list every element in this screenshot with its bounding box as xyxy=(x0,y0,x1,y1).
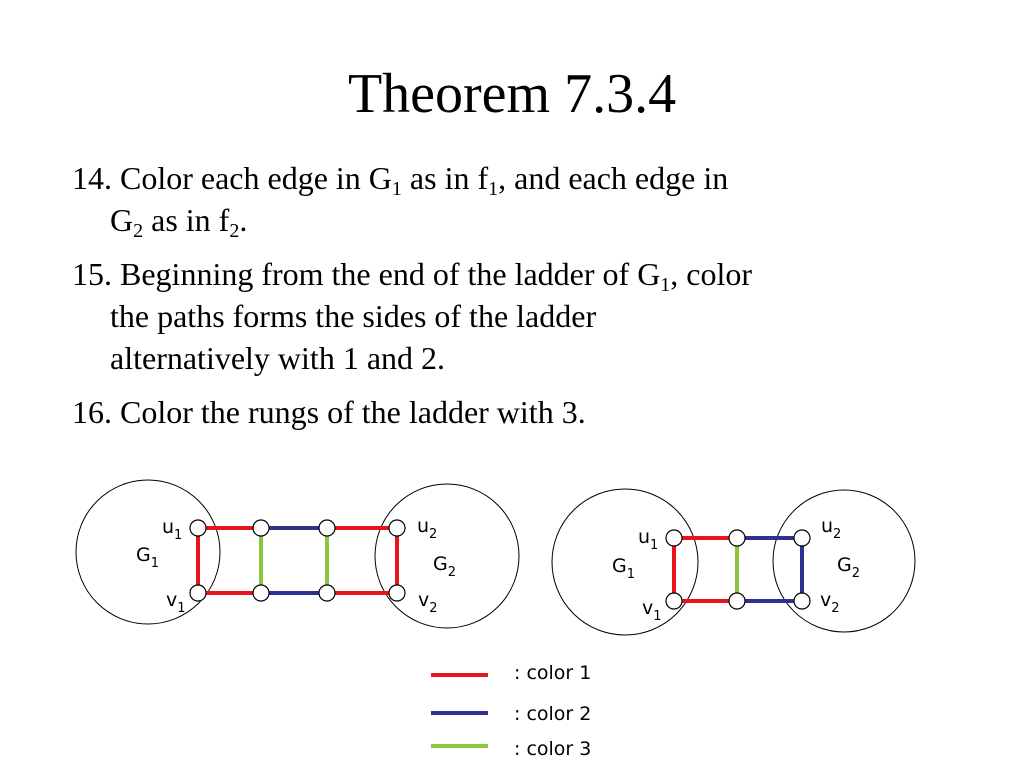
left-label-g1: G1 xyxy=(136,544,159,571)
step-16: 16. Color the rungs of the ladder with 3… xyxy=(72,391,972,433)
step-15-text-b: , color xyxy=(670,256,753,292)
step-14-sub-b: 1 xyxy=(488,178,499,200)
step-14-text-a: Color each edge in G xyxy=(120,160,392,196)
right-node-u1 xyxy=(665,529,683,547)
right-label-u1: u1 xyxy=(638,526,658,553)
left-node-bottom-1 xyxy=(252,584,270,602)
right-g2-circle xyxy=(772,489,916,633)
right-label-v2: v2 xyxy=(820,589,840,616)
step-15-sub-a: 1 xyxy=(660,274,671,296)
right-label-g2: G2 xyxy=(837,554,860,581)
left-g1-circle xyxy=(75,479,221,625)
step-14-text-f: . xyxy=(239,202,248,238)
left-node-bottom-2 xyxy=(318,584,336,602)
right-node-top-mid xyxy=(728,529,746,547)
right-g1-circle xyxy=(551,488,699,636)
left-g2-circle xyxy=(374,483,520,629)
step-14-number: 14. xyxy=(72,160,112,196)
left-node-top-1 xyxy=(252,519,270,537)
step-16-number: 16. xyxy=(72,394,112,430)
step-14-text-e: as in f xyxy=(143,202,230,238)
left-node-v2 xyxy=(388,584,406,602)
step-14: 14. Color each edge in G1 as in f1, and … xyxy=(72,157,972,241)
right-node-v2 xyxy=(793,592,811,610)
left-ladder-diagram: u1 G1 v1 u2 G2 v2 xyxy=(75,479,520,629)
right-label-g1: G1 xyxy=(612,555,635,582)
left-node-u2 xyxy=(388,519,406,537)
right-node-u2 xyxy=(793,529,811,547)
left-label-v2: v2 xyxy=(418,589,438,616)
step-14-text-c: , and each edge in xyxy=(498,160,729,196)
left-label-v1: v1 xyxy=(166,589,186,616)
right-label-v1: v1 xyxy=(642,597,662,624)
left-label-g2: G2 xyxy=(433,553,456,580)
step-15-number: 15. xyxy=(72,256,112,292)
left-node-v1 xyxy=(189,584,207,602)
right-ladder-diagram: u1 G1 v1 u2 G2 v2 xyxy=(551,488,916,636)
step-14-text-b: as in f xyxy=(401,160,489,196)
step-16-text: Color the rungs of the ladder with 3. xyxy=(120,394,586,430)
legend-label-color-3: : color 3 xyxy=(514,738,591,760)
right-node-v1 xyxy=(665,592,683,610)
legend-label-color-2: : color 2 xyxy=(514,703,591,725)
step-14-sub-c: 2 xyxy=(133,220,144,242)
color-legend: : color 1 : color 2 : color 3 xyxy=(431,662,591,760)
legend-label-color-1: : color 1 xyxy=(514,662,591,684)
left-node-u1 xyxy=(189,519,207,537)
step-15: 15. Beginning from the end of the ladder… xyxy=(72,253,972,379)
slide-title: Theorem 7.3.4 xyxy=(347,63,677,125)
step-14-sub-d: 2 xyxy=(229,220,240,242)
step-15-line-2: the paths forms the sides of the ladder xyxy=(110,298,597,334)
step-15-line-3: alternatively with 1 and 2. xyxy=(110,340,446,376)
left-label-u1: u1 xyxy=(162,516,182,543)
right-node-bottom-mid xyxy=(728,592,746,610)
left-node-top-2 xyxy=(318,519,336,537)
left-label-u2: u2 xyxy=(417,515,437,542)
step-14-sub-a: 1 xyxy=(391,178,402,200)
step-14-text-d: G xyxy=(110,202,134,238)
right-label-u2: u2 xyxy=(821,515,841,542)
step-15-text-a: Beginning from the end of the ladder of … xyxy=(120,256,661,292)
